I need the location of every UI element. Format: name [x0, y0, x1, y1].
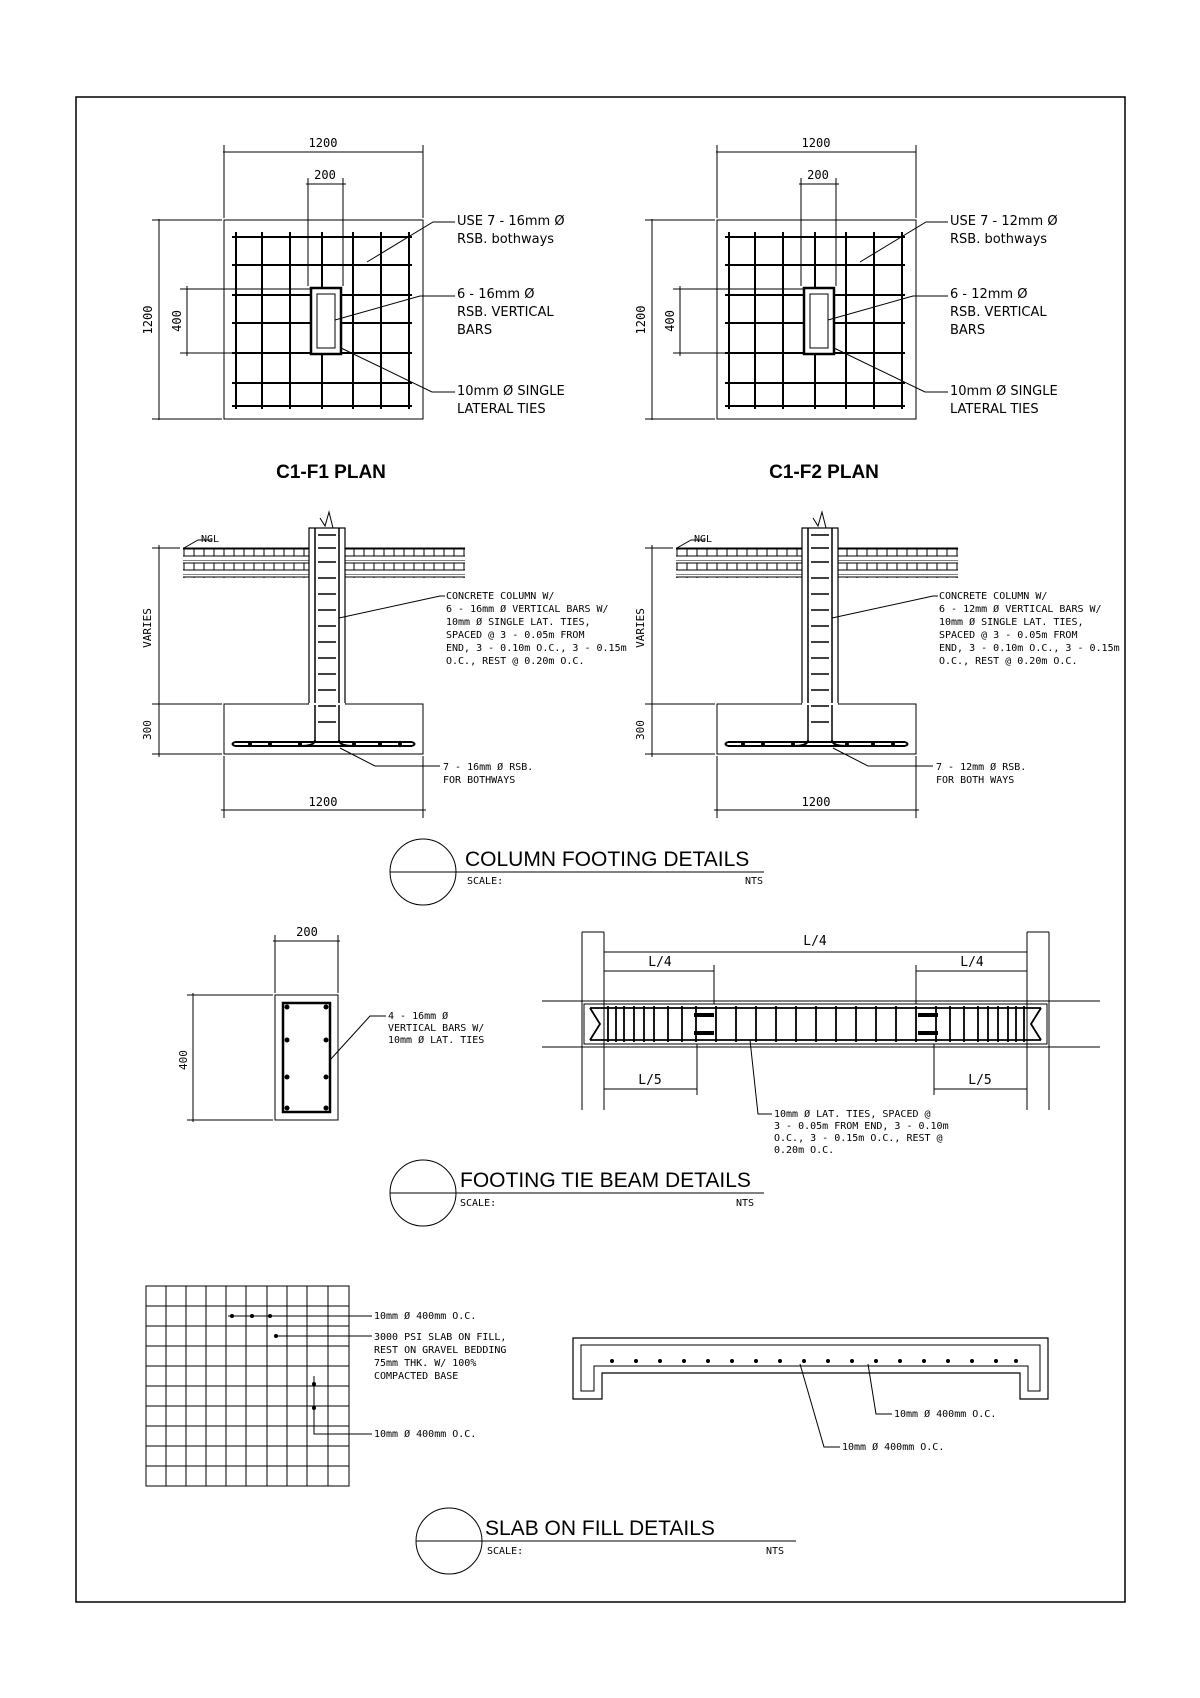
sheet-border: [75, 96, 1126, 1603]
scale-label: SCALE:: [460, 1198, 496, 1209]
section-note: 4 - 16mm Ø VERTICAL BARS W/ 10mm Ø LAT. …: [388, 1010, 490, 1046]
scale-value: NTS: [766, 1546, 784, 1557]
detail-title: SLAB ON FILL DETAILS: [485, 1517, 715, 1540]
plan-title: C1-F1 PLAN: [276, 462, 386, 483]
scale-label: SCALE:: [467, 876, 503, 887]
dim-column-depth: 400: [170, 310, 184, 332]
dim-width: 1200: [802, 795, 831, 809]
tie-beam-title-block: FOOTING TIE BEAM DETAILS SCALE: NTS: [389, 1159, 764, 1227]
slab-rebar-grid: [145, 1285, 350, 1487]
dim-bottom-right: L/5: [968, 1073, 991, 1088]
ngl-label: NGL: [201, 534, 219, 545]
slab-section: 10mm Ø 400mm O.C. 10mm Ø 400mm O.C.: [572, 1337, 1049, 1453]
dim-varies: VARIES: [141, 608, 154, 648]
dim-height: 1200: [634, 306, 648, 335]
dim-column: 200: [807, 168, 829, 182]
dim-width: 1200: [309, 795, 338, 809]
section-c1-f2: NGL VARIES 300 1200 CONCRETE COLUMN W/ 6…: [634, 510, 1126, 818]
note-column: CONCRETE COLUMN W/ 6 - 12mm Ø VERTICAL B…: [939, 591, 1126, 667]
note-bottom-bars: USE 7 - 16mm Ø RSB. bothways: [457, 214, 569, 247]
ngl-label: NGL: [694, 534, 712, 545]
dim-width: 1200: [802, 136, 831, 150]
section-note-1: 10mm Ø 400mm O.C.: [894, 1408, 996, 1420]
note-ties: 10mm Ø SINGLE LATERAL TIES: [457, 384, 569, 417]
dim-depth: 300: [634, 720, 647, 740]
note-column: CONCRETE COLUMN W/ 6 - 16mm Ø VERTICAL B…: [446, 591, 633, 667]
dim-left: L/4: [648, 955, 672, 970]
scale-value: NTS: [745, 876, 763, 887]
column-outline: [309, 286, 343, 356]
dim-width: 200: [296, 925, 318, 939]
dim-column: 200: [314, 168, 336, 182]
tie-beam-elevation: L/4 L/4 L/4 L/5 L/5 10mm Ø LAT. TIES, SP…: [542, 931, 1100, 1156]
column-footing-title-block: COLUMN FOOTING DETAILS SCALE: NTS: [389, 838, 764, 906]
section-note-2: 10mm Ø 400mm O.C.: [842, 1441, 944, 1453]
scale-value: NTS: [736, 1198, 754, 1209]
soil-hatch-left: [183, 548, 309, 578]
soil-hatch-right: [345, 548, 465, 578]
slab-title-block: SLAB ON FILL DETAILS SCALE: NTS: [415, 1507, 796, 1575]
plan-c1-f1: 1200 200 1200 400 USE 7 - 16mm Ø RSB. bo…: [141, 136, 569, 483]
slab-plan: 10mm Ø 400mm O.C. 3000 PSI SLAB ON FILL,…: [145, 1285, 512, 1487]
note-mid: 3000 PSI SLAB ON FILL, REST ON GRAVEL BE…: [374, 1332, 512, 1382]
note-ties: 10mm Ø SINGLE LATERAL TIES: [950, 384, 1062, 417]
detail-title: FOOTING TIE BEAM DETAILS: [460, 1169, 751, 1192]
beam-outline: [274, 994, 339, 1121]
note-bottom-bars: USE 7 - 12mm Ø RSB. bothways: [950, 214, 1062, 247]
detail-title: COLUMN FOOTING DETAILS: [465, 848, 749, 871]
scale-label: SCALE:: [487, 1546, 523, 1557]
dim-top: L/4: [803, 934, 827, 949]
column-outline: [802, 286, 836, 356]
footing-outline: [223, 219, 424, 420]
slab-outline: [572, 1337, 1049, 1400]
dim-height: 400: [177, 1050, 190, 1070]
dim-varies: VARIES: [634, 608, 647, 648]
note-bars: 7 - 12mm Ø RSB. FOR BOTH WAYS: [936, 761, 1032, 786]
tie-beam-section: 200 400 4 - 16mm Ø VERTICAL BARS W/ 10mm…: [177, 925, 490, 1122]
elevation-note: 10mm Ø LAT. TIES, SPACED @ 3 - 0.05m FRO…: [774, 1108, 955, 1156]
plan-c1-f2: 1200 200 1200 400 USE 7 - 12mm Ø RSB. bo…: [634, 136, 1062, 483]
dim-width: 1200: [309, 136, 338, 150]
note-top: 10mm Ø 400mm O.C.: [374, 1310, 476, 1322]
dim-column-depth: 400: [663, 310, 677, 332]
note-bottom: 10mm Ø 400mm O.C.: [374, 1428, 476, 1440]
note-vertical-bars: 6 - 12mm Ø RSB. VERTICAL BARS: [950, 287, 1051, 338]
dim-bottom-left: L/5: [638, 1073, 661, 1088]
note-vertical-bars: 6 - 16mm Ø RSB. VERTICAL BARS: [457, 287, 558, 338]
note-bars: 7 - 16mm Ø RSB. FOR BOTHWAYS: [443, 761, 539, 786]
dim-height: 1200: [141, 306, 155, 335]
section-c1-f1: NGL VARIES 300 1200 CONCRETE COLUMN W/ 6…: [141, 510, 633, 818]
dim-right: L/4: [960, 955, 984, 970]
soil-hatch-left: [676, 548, 802, 578]
dim-depth: 300: [141, 720, 154, 740]
soil-hatch-right: [838, 548, 958, 578]
plan-title: C1-F2 PLAN: [769, 462, 879, 483]
footing-outline: [716, 219, 917, 420]
